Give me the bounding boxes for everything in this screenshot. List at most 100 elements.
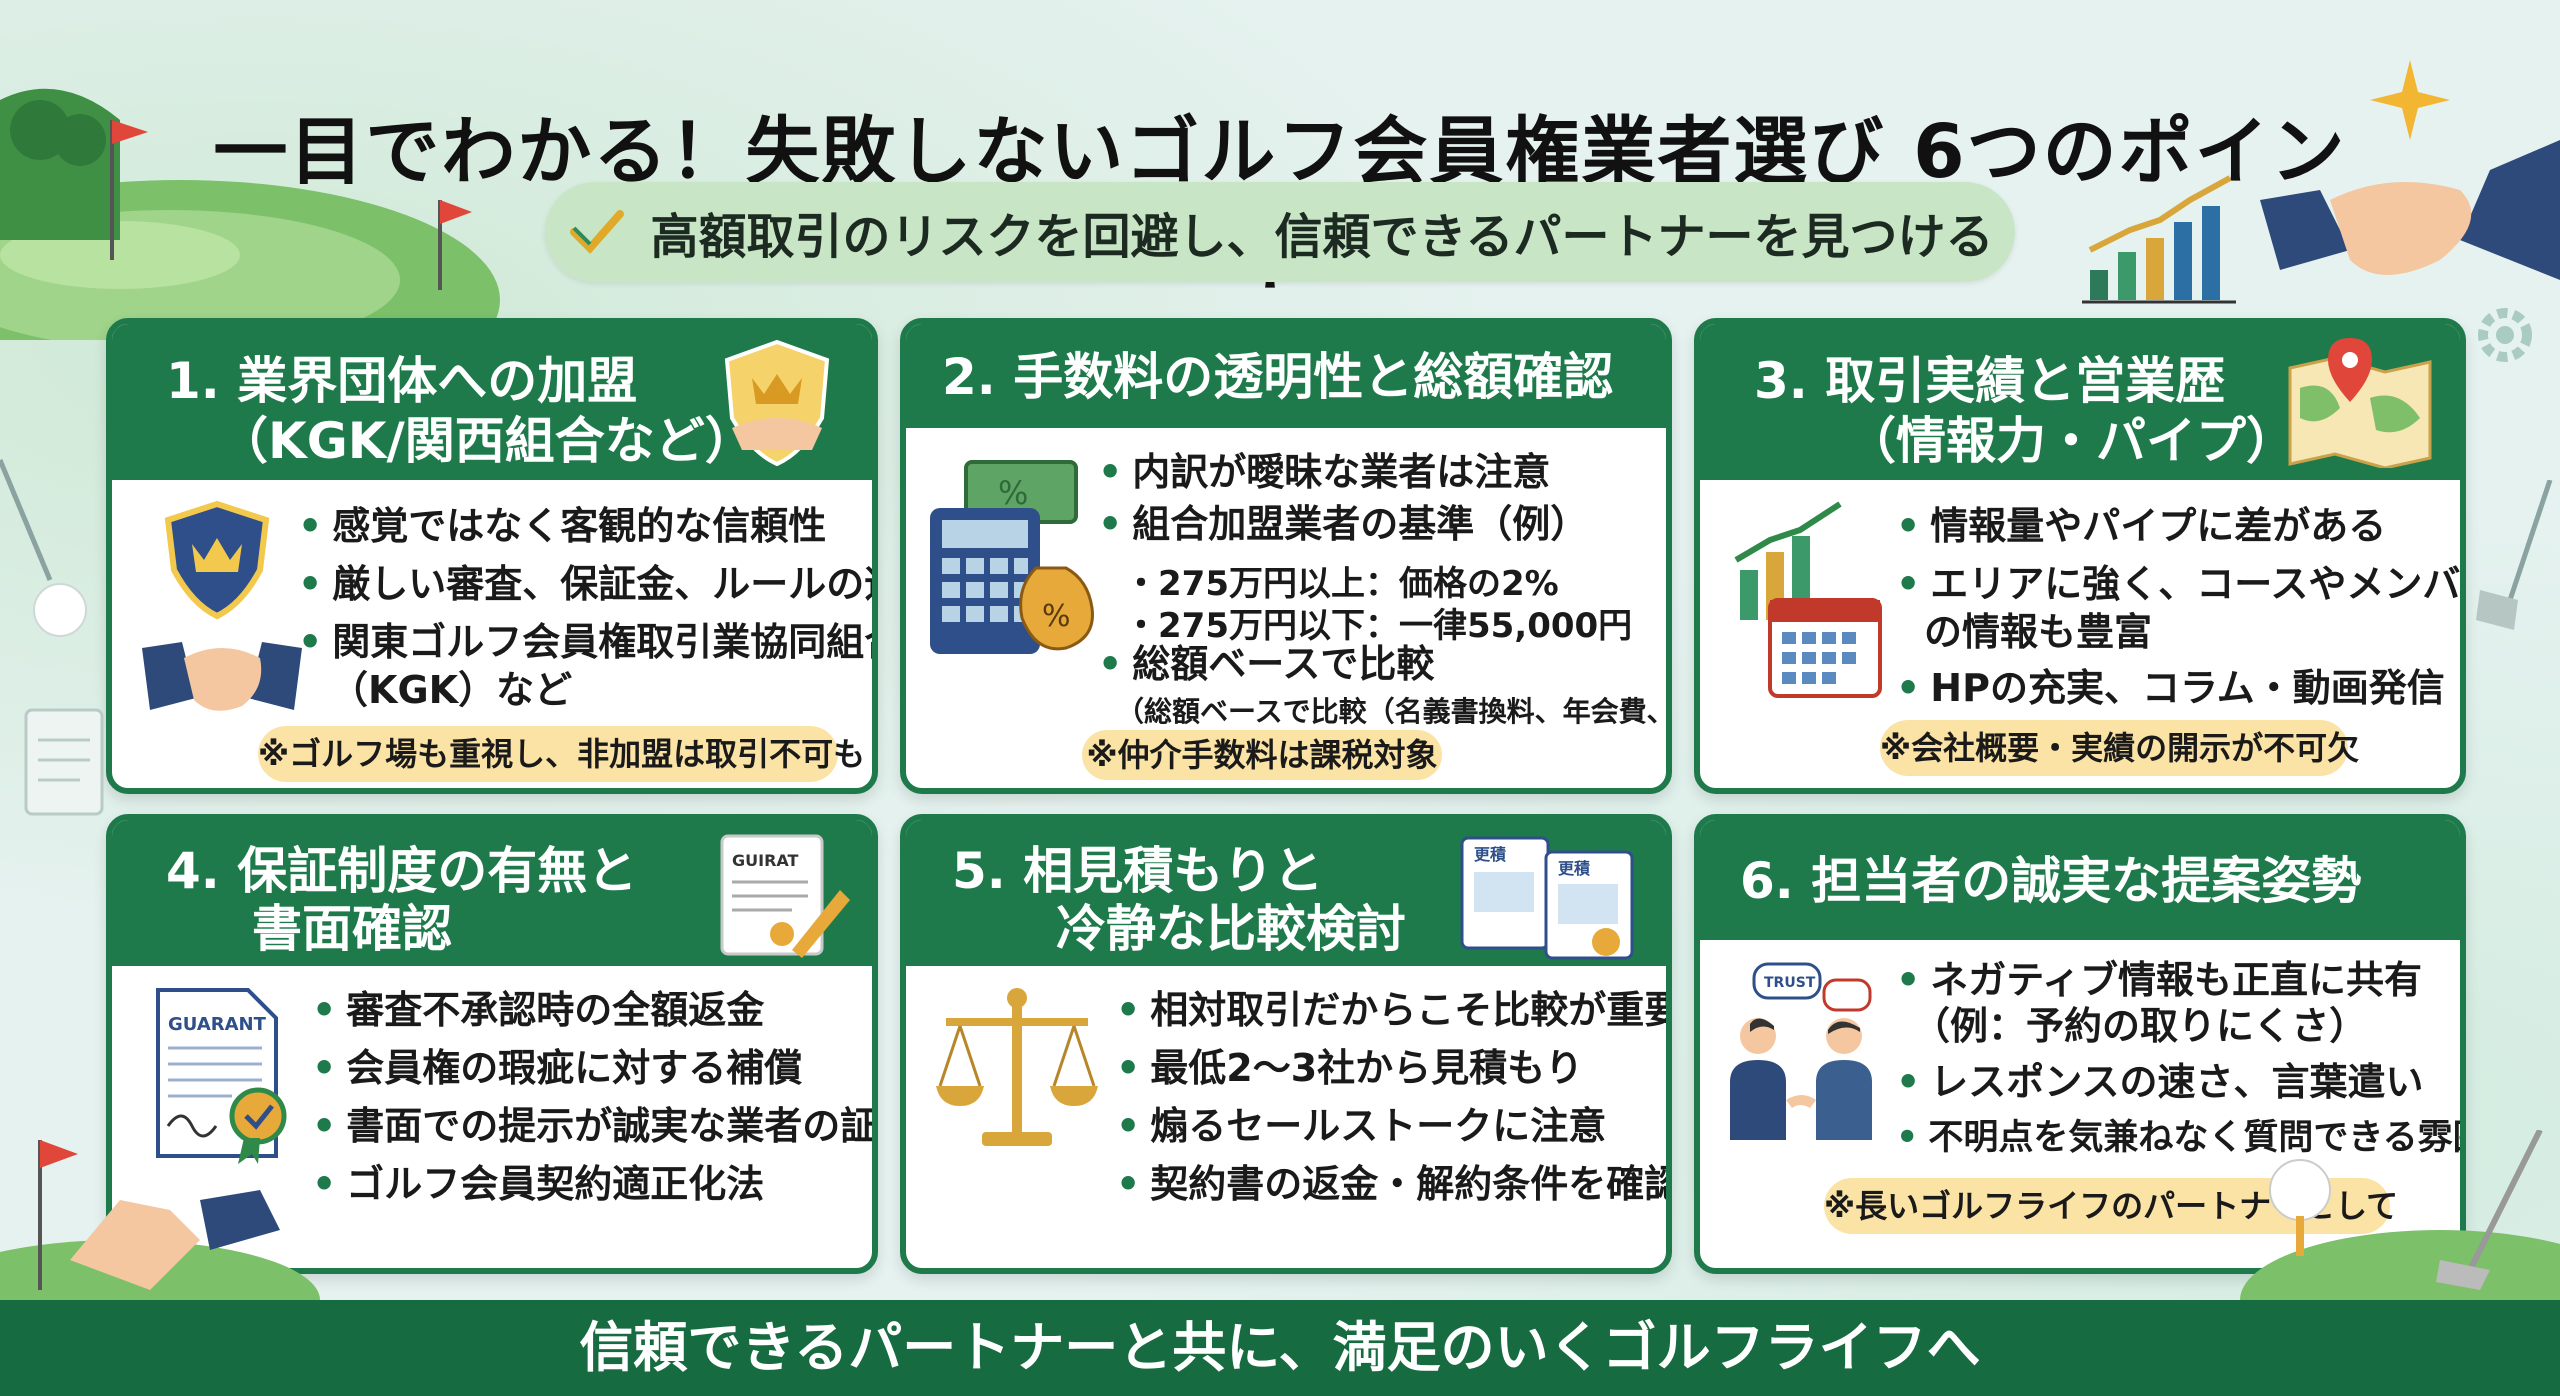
card-2: 2. 手数料の透明性と総額確認 % % •内訳が曖昧な業者は注意 •組合加盟業者… (900, 318, 1672, 794)
bullet-text: 最低2～3社から見積もり (1150, 1046, 1584, 1090)
card-4-bullet-2: •会員権の瑕疵に対する補償 (312, 1046, 803, 1090)
bullet-text: 会員権の瑕疵に対する補償 (346, 1046, 803, 1090)
svg-text:更積: 更積 (1474, 845, 1507, 864)
card-5-body: •相対取引だからこそ比較が重要 •最低2～3社から見積もり •煽るセールストーク… (906, 966, 1666, 1268)
card-2-bullet-2: •組合加盟業者の基準（例） (1098, 502, 1589, 546)
card-2-note: ※仲介手数料は課税対象 (1082, 730, 1442, 780)
clipboard-icon (24, 708, 104, 816)
calculator-money-icon: % % (930, 460, 1094, 654)
card-6-bullet-3: •不明点を気兼ねなく質問できる雰囲気 (1896, 1114, 2460, 1162)
card-3-bullet-2: •エリアに強く、コースやメンバー (1896, 560, 2466, 608)
bullet-text: 内訳が曖昧な業者は注意 (1132, 450, 1551, 494)
bullet-text: 契約書の返金・解約条件を確認 (1150, 1162, 1672, 1206)
card-2-bullet-3: •総額ベースで比較 (1098, 642, 1435, 686)
card-5-bullet-1: •相対取引だからこそ比較が重要 (1116, 986, 1672, 1034)
card-3-heading-line1: 3. 取引実績と営業歴 (1754, 352, 2226, 410)
card-4: 4. 保証制度の有無と 書面確認 GUIRAT GUARANT •審査不承認時の… (106, 814, 878, 1274)
balance-scale-icon (936, 988, 1098, 1146)
card-5-heading-line2: 冷静な比較検討 (1056, 900, 1406, 958)
card-6-header: 6. 担当者の誠実な提案姿勢 (1700, 820, 2460, 940)
card-6-bullet-2: •レスポンスの速さ、言葉遣い (1896, 1060, 2424, 1104)
card-1-bullet-3-cont: （KGK）など (330, 668, 573, 712)
bullet-text: 煽るセールストークに注意 (1150, 1104, 1607, 1148)
golf-ball-club-icon (2240, 1130, 2560, 1300)
card-1: 1. 業界団体への加盟 （KGK/関西組合など） •感覚ではなく客観的な信頼性 … (106, 318, 878, 794)
golf-club-icon (0, 459, 53, 581)
footer-banner: 信頼できるパートナーと共に、満足のいくゴルフライフへ (0, 1300, 2560, 1396)
svg-text:更積: 更積 (1558, 859, 1591, 878)
bullet-text: レスポンスの速さ、言葉遣い (1930, 1060, 2424, 1104)
bullet-text: ネガティブ情報も正直に共有 (1930, 958, 2423, 1002)
bullet-text: エリアに強く、コースやメンバー (1930, 562, 2466, 606)
growth-chart-icon (2082, 175, 2236, 304)
bullet-text: 関東ゴルフ会員権取引業協同組合 (332, 620, 878, 664)
subtitle-text: 高額取引のリスクを回避し、信頼できるパートナーを見つける (650, 209, 1994, 265)
card-1-bullet-2: •厳しい審査、保証金、ルールの遵守 (298, 560, 872, 608)
card-1-body: •感覚ではなく客観的な信頼性 •厳しい審査、保証金、ルールの遵守 •関東ゴルフ会… (112, 480, 872, 788)
card-2-body: % % •内訳が曖昧な業者は注意 •組合加盟業者の基準（例） ・275万円以上：… (906, 428, 1666, 788)
card-2-sub-3: （総額ベースで比較（名義書換料、年会費、税） (1116, 695, 1672, 728)
bullet-text: 感覚ではなく客観的な信頼性 (332, 504, 827, 548)
bullet-text: 組合加盟業者の基準（例） (1132, 502, 1589, 546)
card-1-heading-line2: （KGK/関西組合など） (218, 412, 755, 470)
card-3-bullet-3: •HPの充実、コラム・動画発信 (1896, 666, 2445, 710)
bullet-text: 情報量やパイプに差がある (1930, 504, 2387, 548)
svg-text:GUIRAT: GUIRAT (732, 851, 799, 870)
golf-course-illustration-top-left (0, 88, 500, 340)
card-6: 6. 担当者の誠実な提案姿勢 TRUST •ネガティブ情報も正直に共有 （例：予… (1694, 814, 2466, 1274)
svg-text:%: % (998, 474, 1028, 512)
bullet-text: 書面での提示が誠実な業者の証 (346, 1104, 878, 1148)
card-6-bullet-1-cont: （例：予約の取りにくさ） (1912, 1004, 2368, 1048)
card-4-body: GUARANT •審査不承認時の全額返金 •会員権の瑕疵に対する補償 •書面での… (112, 966, 872, 1268)
card-2-heading: 2. 手数料の透明性と総額確認 (942, 348, 1614, 406)
card-3: 3. 取引実績と営業歴 （情報力・パイプ） •情報量やパイプに差がある •エリア… (1694, 318, 2466, 794)
golf-club-icon (2476, 480, 2553, 630)
shield-crown-icon (164, 500, 270, 620)
svg-text:%: % (1042, 599, 1071, 634)
checkmark-icon (570, 210, 625, 254)
svg-text:TRUST: TRUST (1764, 975, 1816, 991)
card-1-heading-line1: 1. 業界団体への加盟 (166, 352, 638, 410)
card-4-header: 4. 保証制度の有無と 書面確認 GUIRAT (112, 820, 872, 966)
card-1-bullet-3: •関東ゴルフ会員権取引業協同組合 (298, 618, 878, 666)
card-1-note: ※ゴルフ場も重視し、非加盟は取引不可も (258, 726, 865, 782)
guarantee-certificate-icon: GUARANT (156, 988, 287, 1164)
card-6-heading: 6. 担当者の誠実な提案姿勢 (1740, 852, 2362, 910)
card-3-heading-line2: （情報力・パイプ） (1846, 412, 2296, 470)
card-5: 5. 相見積もりと 冷静な比較検討 更積 更積 •相対取引だからこそ比較が重要 … (900, 814, 1672, 1274)
map-pin-icon (2288, 338, 2432, 468)
card-2-sub-2: ・275万円以下：一律55,000円 (1124, 606, 1633, 646)
handshake-icon (142, 642, 302, 711)
card-4-bullet-3: •書面での提示が誠実な業者の証 (312, 1104, 878, 1148)
card-5-bullet-4: •契約書の返金・解約条件を確認 (1116, 1160, 1672, 1208)
card-3-bullet-1: •情報量やパイプに差がある (1896, 504, 2387, 548)
estimate-documents-icon: 更積 更積 (1460, 836, 1634, 960)
card-6-bullet-1: •ネガティブ情報も正直に共有 (1896, 958, 2423, 1002)
bullet-text: HPの充実、コラム・動画発信 (1930, 666, 2445, 710)
golf-ball-icon (33, 583, 87, 637)
card-2-bullet-1: •内訳が曖昧な業者は注意 (1098, 450, 1551, 494)
subtitle-banner: 高額取引のリスクを回避し、信頼できるパートナーを見つける (545, 182, 2015, 282)
card-3-bullet-2-cont: の情報も豊富 (1924, 610, 2153, 654)
bullet-text: 相対取引だからこそ比較が重要 (1150, 988, 1672, 1032)
card-6-body: TRUST •ネガティブ情報も正直に共有 （例：予約の取りにくさ） •レスポンス… (1700, 940, 2460, 1268)
card-5-header: 5. 相見積もりと 冷静な比較検討 更積 更積 (906, 820, 1666, 966)
card-4-bullet-1: •審査不承認時の全額返金 (312, 988, 765, 1032)
card-3-note: ※会社概要・実績の開示が不可欠 (1880, 720, 2359, 776)
bullet-text: 審査不承認時の全額返金 (346, 988, 765, 1032)
bullet-text: 総額ベースで比較 (1132, 642, 1435, 686)
card-4-bullet-4: •ゴルフ会員契約適正化法 (312, 1162, 765, 1206)
svg-text:GUARANT: GUARANT (168, 1014, 267, 1035)
bullet-text: ゴルフ会員契約適正化法 (346, 1162, 765, 1206)
chart-calendar-icon (1734, 501, 1882, 698)
sparkle-icon (2370, 60, 2450, 140)
card-5-bullet-3: •煽るセールストークに注意 (1116, 1104, 1607, 1148)
trust-conversation-icon: TRUST (1730, 962, 1872, 1140)
card-1-header: 1. 業界団体への加盟 （KGK/関西組合など） (112, 324, 872, 480)
card-4-heading-line2: 書面確認 (252, 900, 452, 958)
card-3-body: •情報量やパイプに差がある •エリアに強く、コースやメンバー の情報も豊富 •H… (1700, 480, 2460, 788)
handshake-icon (0, 1140, 320, 1310)
card-3-header: 3. 取引実績と営業歴 （情報力・パイプ） (1700, 324, 2460, 480)
card-2-sub-1: ・275万円以上：価格の2% (1124, 564, 1559, 604)
bullet-text: 厳しい審査、保証金、ルールの遵守 (332, 562, 872, 606)
